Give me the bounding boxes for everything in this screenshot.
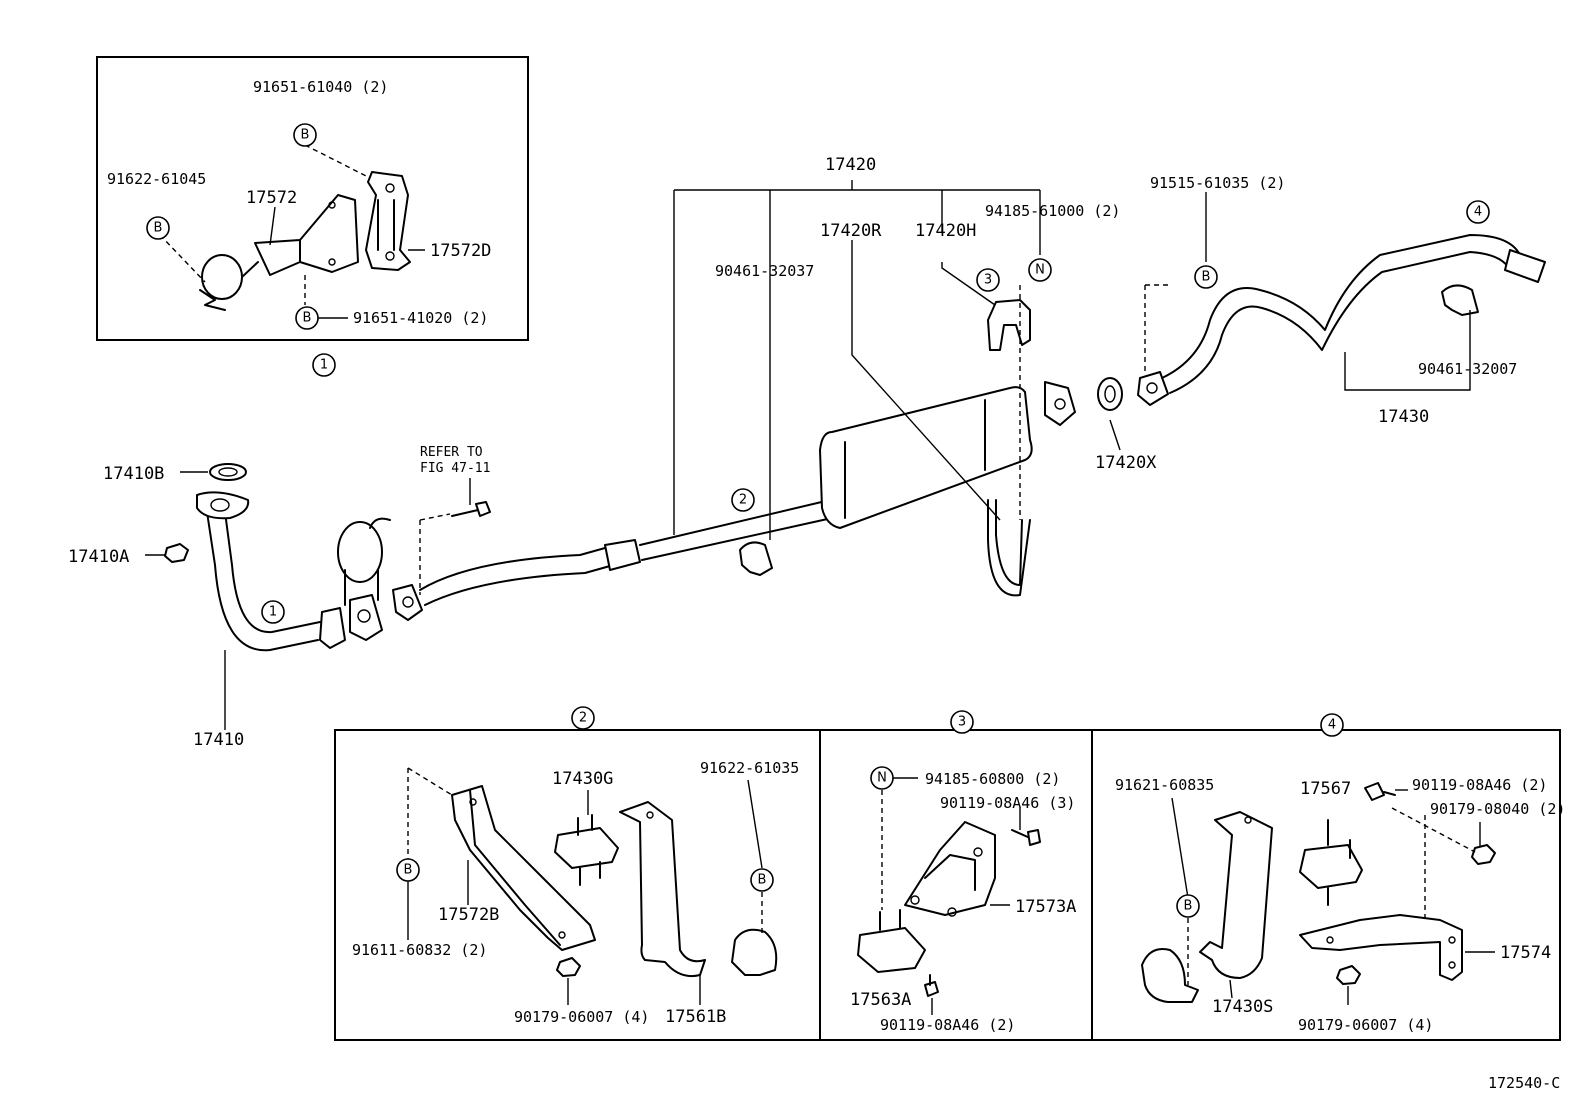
label-90119-08A46-2-d4: 90119-08A46 (2) — [1412, 776, 1547, 794]
label-17574: 17574 — [1500, 943, 1551, 963]
label-91611-60832: 91611-60832 (2) — [352, 941, 487, 959]
label-fig-47-11: FIG 47-11 — [420, 461, 490, 476]
svg-text:4: 4 — [1474, 205, 1482, 220]
callout-b-d1-top: B — [293, 123, 317, 147]
label-94185-60800: 94185-60800 (2) — [925, 770, 1060, 788]
detail-4-parts — [1141, 782, 1496, 1005]
callout-4-detail: 4 — [1320, 713, 1344, 737]
svg-text:B: B — [303, 311, 312, 326]
main-assembly — [145, 180, 1546, 730]
label-17420R: 17420R — [820, 221, 882, 241]
detail-3-parts — [857, 777, 1041, 1015]
label-91651-61040: 91651-61040 (2) — [253, 78, 388, 96]
bottom-detail-boxes — [334, 729, 1561, 1041]
callout-b-d4: B — [1176, 894, 1200, 918]
label-17420H: 17420H — [915, 221, 976, 241]
callout-1-main: 1 — [261, 600, 285, 624]
label-90461-32007: 90461-32007 — [1418, 360, 1517, 378]
callout-b-d1-bottom: B — [295, 306, 319, 330]
label-17567: 17567 — [1300, 779, 1351, 799]
callout-n-main: N — [1028, 258, 1052, 282]
label-90461-32037: 90461-32037 — [715, 262, 814, 280]
svg-text:B: B — [301, 128, 310, 143]
label-17410A: 17410A — [68, 547, 129, 567]
label-17430G: 17430G — [552, 769, 613, 789]
label-91621-60835: 91621-60835 — [1115, 776, 1214, 794]
label-94185-61000: 94185-61000 (2) — [985, 202, 1120, 220]
label-17572: 17572 — [246, 188, 297, 208]
label-17420X: 17420X — [1095, 453, 1157, 473]
label-17410B: 17410B — [103, 464, 164, 484]
callout-b-main: B — [1194, 265, 1218, 289]
label-17410: 17410 — [193, 730, 244, 750]
callout-n-d3: N — [870, 766, 894, 790]
label-90179-06007-d4: 90179-06007 (4) — [1298, 1016, 1433, 1034]
svg-text:4: 4 — [1328, 718, 1336, 733]
label-91515-61035: 91515-61035 (2) — [1150, 174, 1285, 192]
svg-text:B: B — [154, 221, 163, 236]
svg-text:1: 1 — [269, 605, 277, 620]
svg-text:B: B — [1202, 270, 1211, 285]
label-17430: 17430 — [1378, 407, 1429, 427]
svg-text:1: 1 — [320, 358, 328, 373]
label-17420: 17420 — [825, 155, 876, 175]
label-17561B: 17561B — [665, 1007, 726, 1027]
label-17430S: 17430S — [1212, 997, 1273, 1017]
label-91622-61035: 91622-61035 — [700, 759, 799, 777]
callout-b-d2-right: B — [750, 868, 774, 892]
detail-2-parts — [407, 767, 778, 1005]
svg-text:2: 2 — [579, 711, 587, 726]
svg-text:N: N — [1035, 263, 1045, 278]
callout-1-detail: 1 — [312, 353, 336, 377]
svg-text:2: 2 — [739, 493, 747, 508]
callout-b-d2-left: B — [396, 858, 420, 882]
label-91622-61045: 91622-61045 — [107, 170, 206, 188]
label-90119-08A46-2-d3: 90119-08A46 (2) — [880, 1016, 1015, 1034]
svg-text:B: B — [758, 873, 767, 888]
label-90119-08A46-3: 90119-08A46 (3) — [940, 794, 1075, 812]
detail-1-box — [96, 56, 529, 341]
svg-text:B: B — [404, 863, 413, 878]
label-17572D: 17572D — [430, 241, 491, 261]
svg-text:3: 3 — [984, 273, 992, 288]
svg-text:3: 3 — [958, 715, 966, 730]
callout-3-main: 3 — [976, 268, 1000, 292]
label-90179-08040: 90179-08040 (2) — [1430, 800, 1565, 818]
label-17563A: 17563A — [850, 990, 911, 1010]
label-90179-06007-d2: 90179-06007 (4) — [514, 1008, 649, 1026]
callout-4-main: 4 — [1466, 200, 1490, 224]
callout-b-d1-left: B — [146, 216, 170, 240]
label-17572B: 17572B — [438, 905, 499, 925]
label-17573A: 17573A — [1015, 897, 1076, 917]
svg-text:N: N — [877, 771, 887, 786]
svg-text:B: B — [1184, 899, 1193, 914]
label-91651-41020: 91651-41020 (2) — [353, 309, 488, 327]
label-refer-to: REFER TO — [420, 445, 483, 460]
callout-2-detail: 2 — [571, 706, 595, 730]
callout-3-detail: 3 — [950, 710, 974, 734]
figure-code: 172540-C — [1488, 1074, 1560, 1092]
callout-2-main: 2 — [731, 488, 755, 512]
